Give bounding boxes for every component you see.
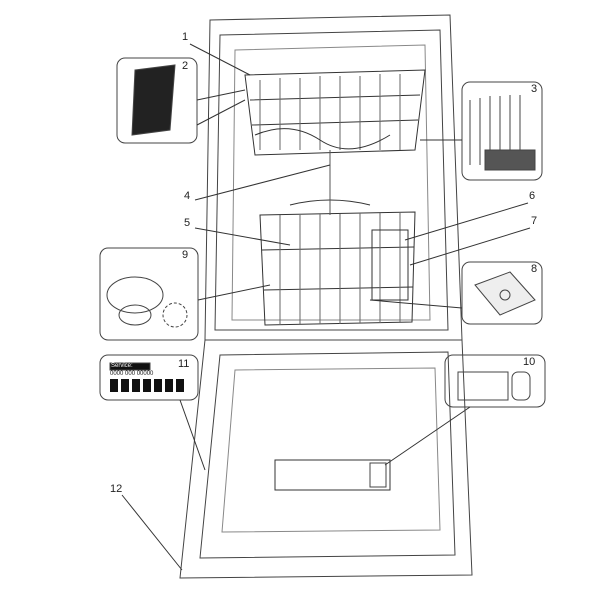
callout-9: 9 (182, 249, 189, 261)
service-label-title: Service: (111, 363, 133, 369)
callout-7: 7 (531, 215, 538, 227)
callout-2: 2 (182, 60, 189, 72)
callout-4: 4 (184, 190, 191, 202)
callout-1: 1 (182, 31, 189, 43)
callout-3: 3 (531, 83, 538, 95)
service-label-number: 0000 000 00000 (110, 371, 154, 377)
leader-lines (121, 43, 531, 571)
callout-5: 5 (184, 217, 191, 229)
inset-10 (444, 354, 546, 408)
inset-11 (99, 354, 199, 401)
callout-11: 11 (178, 358, 190, 370)
inset-8 (461, 261, 543, 325)
lower-basket (259, 199, 416, 326)
upper-basket (244, 69, 426, 156)
door (179, 339, 473, 579)
inset-2 (116, 57, 198, 144)
dishwasher-body (204, 14, 463, 341)
callout-12: 12 (110, 483, 123, 495)
callout-10: 10 (523, 356, 536, 368)
inset-3 (461, 81, 543, 181)
callout-8: 8 (531, 263, 538, 275)
callout-6: 6 (529, 190, 536, 202)
inset-9 (99, 247, 199, 341)
